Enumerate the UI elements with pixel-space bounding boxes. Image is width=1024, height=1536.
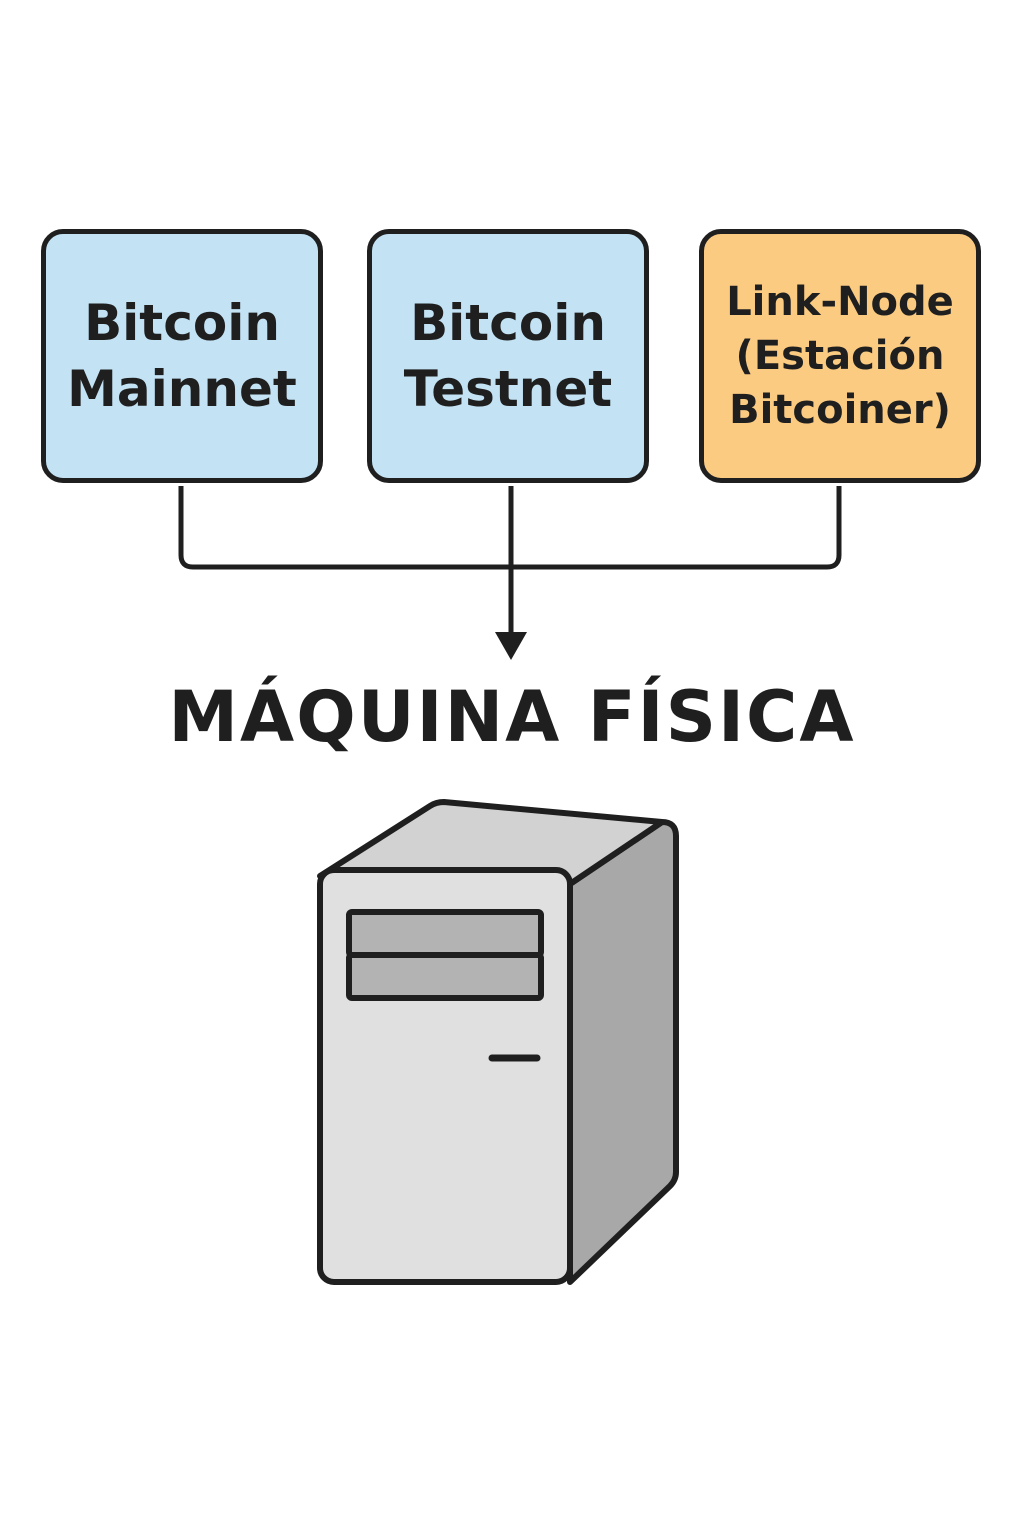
drive-bay-upper [346,909,544,958]
node-link-node: Link-Node (Estación Bitcoiner) [699,229,981,483]
node-label-line: (Estación [735,333,945,379]
node-label-line: Link-Node [726,279,954,325]
node-label-line: Testnet [403,360,613,418]
server-side-panel [567,819,679,1285]
node-label-line: Mainnet [67,360,297,418]
node-label-line: Bitcoin [84,294,280,352]
node-bitcoin-testnet: Bitcoin Testnet [367,229,649,483]
machine-title: MÁQUINA FÍSICA [168,676,856,758]
node-label-line: Bitcoin [410,294,606,352]
node-label-line: Bitcoiner) [729,387,951,433]
server-top-panel [317,799,665,887]
drive-bay-lower [346,952,544,1001]
node-bitcoin-mainnet: Bitcoin Mainnet [41,229,323,483]
arrow-head [495,632,527,660]
connector-lines [178,486,842,660]
